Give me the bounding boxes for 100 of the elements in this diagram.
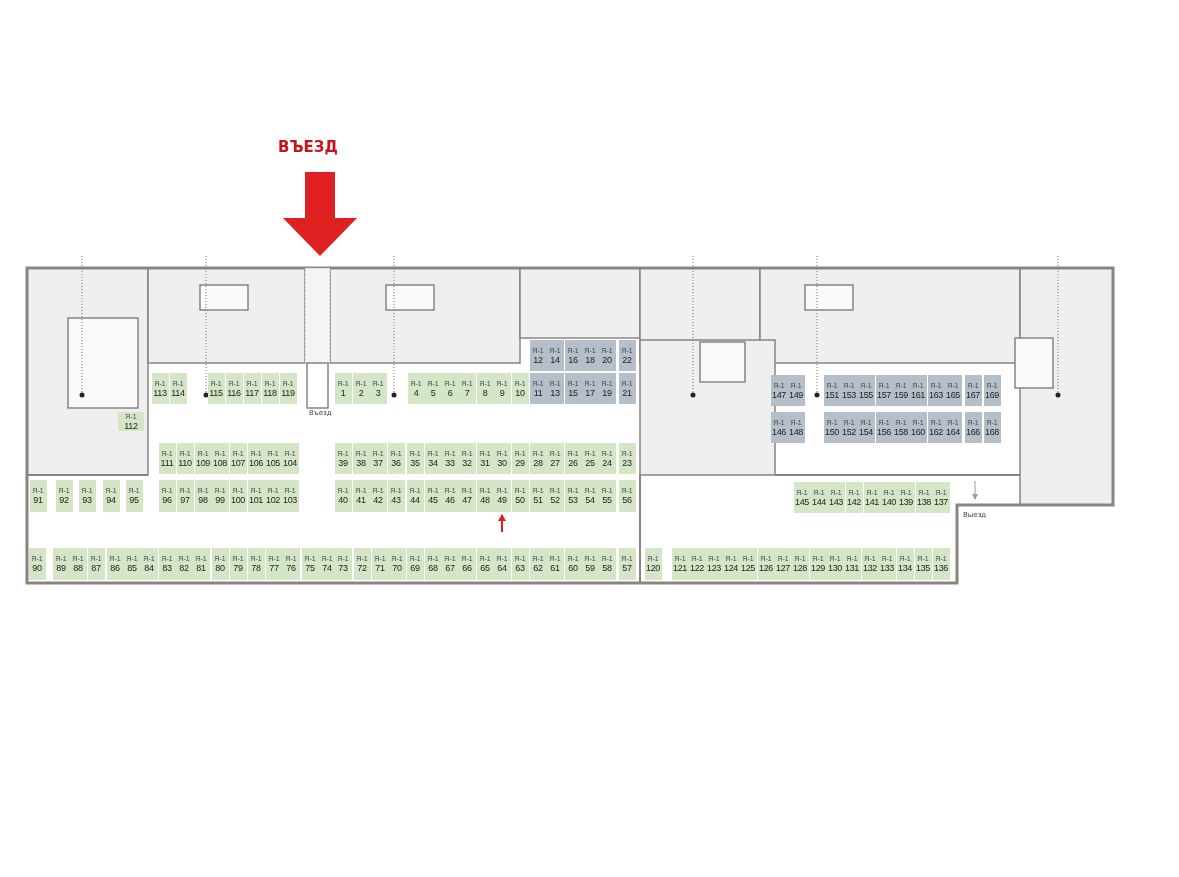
space-number: 148 [788, 426, 804, 437]
space-number: 88 [73, 563, 83, 573]
space-number: 57 [622, 563, 632, 573]
parking-space [194, 443, 212, 474]
parking-space [106, 548, 124, 580]
parking-space [529, 480, 547, 512]
space-number: 99 [215, 495, 225, 505]
space-number: 71 [375, 563, 385, 573]
parking-space [476, 373, 494, 404]
parking-space [809, 548, 827, 580]
space-number: 141 [864, 496, 880, 507]
parking-space [927, 375, 945, 406]
parking-space [671, 548, 689, 580]
space-number: 48 [480, 495, 490, 505]
parking-space [125, 480, 143, 512]
parking-space [158, 480, 176, 512]
space-number: 105 [265, 457, 281, 468]
space-number: 55 [602, 495, 612, 505]
parking-space [618, 373, 636, 404]
space-number: 11 [533, 387, 543, 398]
space-number: 147 [771, 389, 787, 400]
space-number: 144 [811, 496, 827, 507]
space-number: 90 [32, 563, 42, 573]
parking-space [207, 373, 225, 404]
space-number: 130 [827, 563, 843, 573]
space-number: 25 [585, 457, 595, 468]
space-number: 89 [56, 563, 66, 573]
parking-space [279, 373, 297, 404]
space-number: 149 [788, 389, 804, 400]
space-number: 79 [233, 563, 243, 573]
space-number: 151 [824, 389, 840, 400]
space-number: 66 [462, 563, 472, 573]
parking-space [863, 482, 881, 513]
space-number: 72 [357, 563, 367, 573]
parking-space [644, 548, 662, 580]
space-number: 4 [413, 387, 419, 398]
space-number: 76 [286, 563, 296, 573]
space-number: 68 [428, 563, 438, 573]
parking-space [102, 480, 120, 512]
space-number: 10 [515, 387, 525, 398]
parking-space [511, 443, 529, 474]
space-number: 114 [171, 387, 185, 398]
space-number: 52 [550, 495, 560, 505]
space-number: 93 [82, 495, 92, 505]
parking-space [511, 480, 529, 512]
space-number: 118 [263, 387, 277, 398]
space-number: 23 [622, 457, 632, 468]
space-number: 113 [153, 387, 167, 398]
space-number: 15 [568, 387, 578, 398]
space-number: 59 [585, 563, 595, 573]
space-number: 163 [928, 389, 944, 400]
parking-space [511, 548, 529, 580]
space-number: 161 [910, 389, 926, 400]
parking-space [387, 443, 405, 474]
parking-space [932, 548, 950, 580]
space-number: 39 [338, 457, 348, 468]
parking-space [861, 548, 879, 580]
space-number: 109 [195, 457, 211, 468]
parking-space [225, 373, 243, 404]
space-number: 154 [858, 426, 874, 437]
space-number: 139 [898, 496, 914, 507]
space-number: 62 [533, 563, 543, 573]
space-number: 32 [462, 457, 472, 468]
parking-space [371, 548, 389, 580]
space-number: 82 [179, 563, 189, 573]
space-number: 101 [248, 495, 264, 505]
space-number: 150 [824, 426, 840, 437]
space-number: 159 [893, 389, 909, 400]
space-number: 60 [568, 563, 578, 573]
parking-space [424, 548, 442, 580]
parking-space [476, 548, 494, 580]
space-number: 84 [144, 563, 154, 573]
parking-space [243, 373, 261, 404]
space-number: 40 [338, 495, 348, 505]
entrance-label: ВЪЕЗД [278, 138, 338, 156]
space-number: 85 [127, 563, 137, 573]
parking-space [964, 375, 982, 406]
space-number: 156 [876, 426, 892, 437]
space-number: 146 [771, 426, 787, 437]
space-number: 145 [794, 496, 810, 507]
space-number: 70 [392, 563, 402, 573]
parking-space [983, 412, 1001, 443]
space-number: 132 [862, 563, 878, 573]
space-number: 100 [230, 495, 246, 505]
parking-space [618, 548, 636, 580]
space-number: 143 [828, 496, 844, 507]
space-number: 136 [933, 563, 949, 573]
parking-space [229, 548, 247, 580]
space-number: 125 [740, 563, 756, 573]
space-number: 24 [602, 457, 612, 468]
parking-space [564, 373, 582, 404]
parking-space [845, 482, 863, 513]
parking-space [247, 480, 265, 512]
parking-space [55, 480, 73, 512]
space-number: 49 [497, 495, 507, 505]
space-number: 41 [356, 495, 366, 505]
parking-space [618, 480, 636, 512]
space-number: 69 [410, 563, 420, 573]
parking-space [407, 373, 425, 404]
space-number: 133 [879, 563, 895, 573]
